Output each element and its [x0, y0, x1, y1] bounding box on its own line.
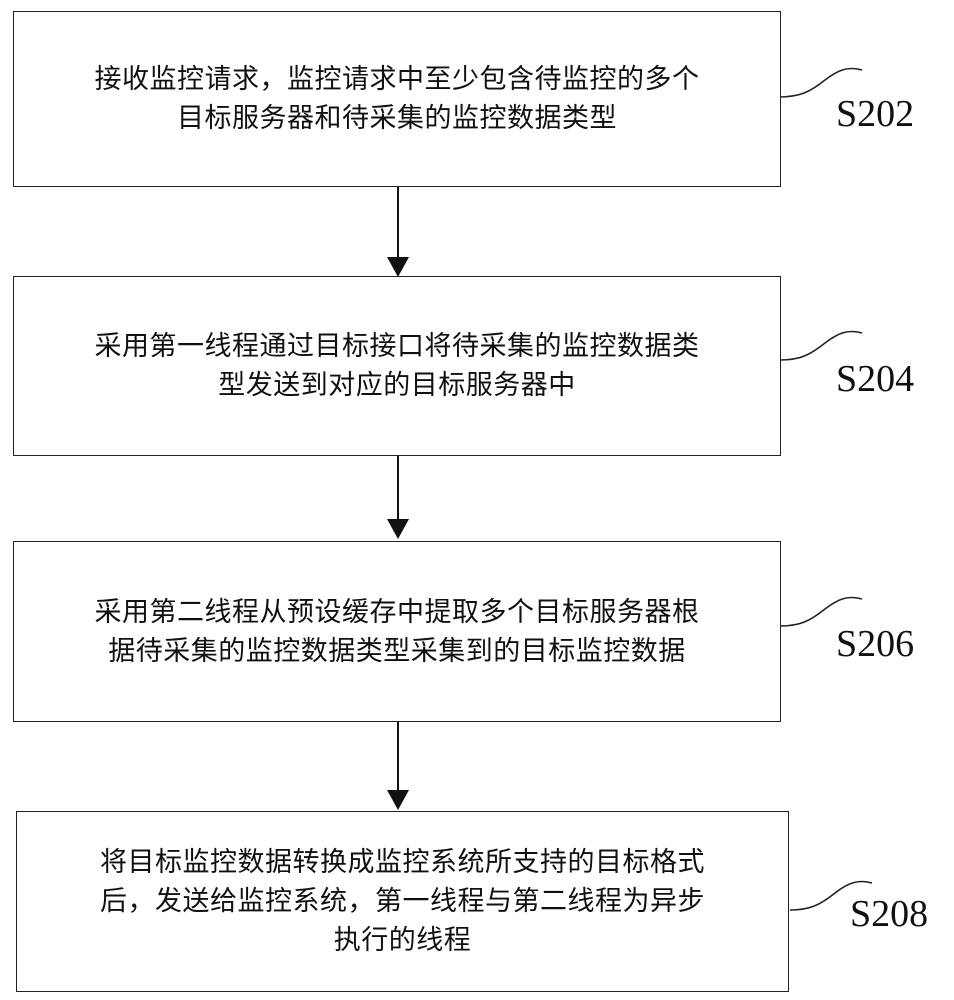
step-text-s208: 将目标监控数据转换成监控系统所支持的目标格式 后，发送给监控系统，第一线程与第二…: [100, 847, 705, 956]
arrowhead-1: [387, 257, 409, 277]
step-label-s208: S208: [850, 893, 929, 935]
step-text-s202: 接收监控请求，监控请求中至少包含待监控的多个 目标服务器和待采集的监控数据类型: [94, 64, 700, 134]
step-box-s204: 采用第一线程通过目标接口将待采集的监控数据类 型发送到对应的目标服务器中: [13, 276, 781, 456]
step-text-s206: 采用第二线程从预设缓存中提取多个目标服务器根 据待采集的监控数据类型采集到的目标…: [94, 596, 700, 667]
leader-s202: [777, 67, 863, 98]
step-text-s204: 采用第一线程通过目标接口将待采集的监控数据类 型发送到对应的目标服务器中: [94, 331, 700, 401]
leader-s206: [779, 596, 863, 627]
arrowhead-3: [387, 790, 409, 810]
leader-s208: [789, 880, 873, 911]
step-label-s204: S204: [836, 358, 915, 400]
step-box-s202: 接收监控请求，监控请求中至少包含待监控的多个 目标服务器和待采集的监控数据类型: [13, 11, 781, 187]
step-label-s206: S206: [836, 623, 915, 665]
step-box-s208: 将目标监控数据转换成监控系统所支持的目标格式 后，发送给监控系统，第一线程与第二…: [16, 811, 789, 992]
arrowhead-2: [387, 519, 409, 539]
step-box-s206: 采用第二线程从预设缓存中提取多个目标服务器根 据待采集的监控数据类型采集到的目标…: [13, 541, 781, 722]
leader-s204: [779, 330, 863, 361]
step-label-s202: S202: [836, 93, 915, 135]
